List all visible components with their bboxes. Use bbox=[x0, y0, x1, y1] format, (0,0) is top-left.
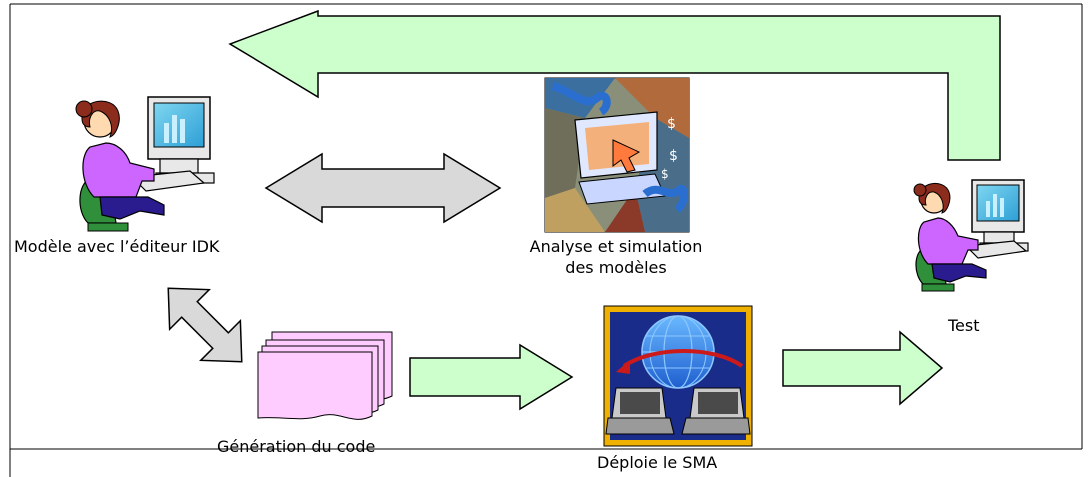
person-at-computer-icon bbox=[913, 179, 1029, 292]
modeler-label: Modèle avec l’éditeur IDK bbox=[14, 237, 220, 256]
person-at-computer-icon bbox=[75, 96, 215, 232]
analysis-label: Analyse et simulation des modèles bbox=[490, 236, 742, 278]
svg-text:$: $ bbox=[661, 167, 669, 181]
svg-text:$: $ bbox=[667, 116, 676, 132]
network-computers-icon bbox=[603, 305, 753, 447]
feedback-arrow bbox=[228, 9, 1001, 161]
deploy-label: Déploie le SMA bbox=[597, 453, 718, 472]
svg-text:$: $ bbox=[669, 148, 678, 164]
modeler-codegen-double-arrow bbox=[167, 287, 243, 363]
analysis-collage-icon: $ $ $ bbox=[544, 77, 690, 233]
codegen-label: Génération du code bbox=[217, 437, 376, 456]
analysis-label-line2: des modèles bbox=[565, 258, 667, 277]
document-stack-icon bbox=[257, 331, 393, 420]
test-label: Test bbox=[948, 316, 980, 335]
modeler-analysis-double-arrow bbox=[264, 152, 502, 224]
analysis-label-line1: Analyse et simulation bbox=[529, 237, 703, 256]
diagram-frame bbox=[9, 3, 1083, 477]
codegen-deploy-arrow bbox=[409, 343, 574, 411]
deploy-test-arrow bbox=[782, 330, 944, 406]
